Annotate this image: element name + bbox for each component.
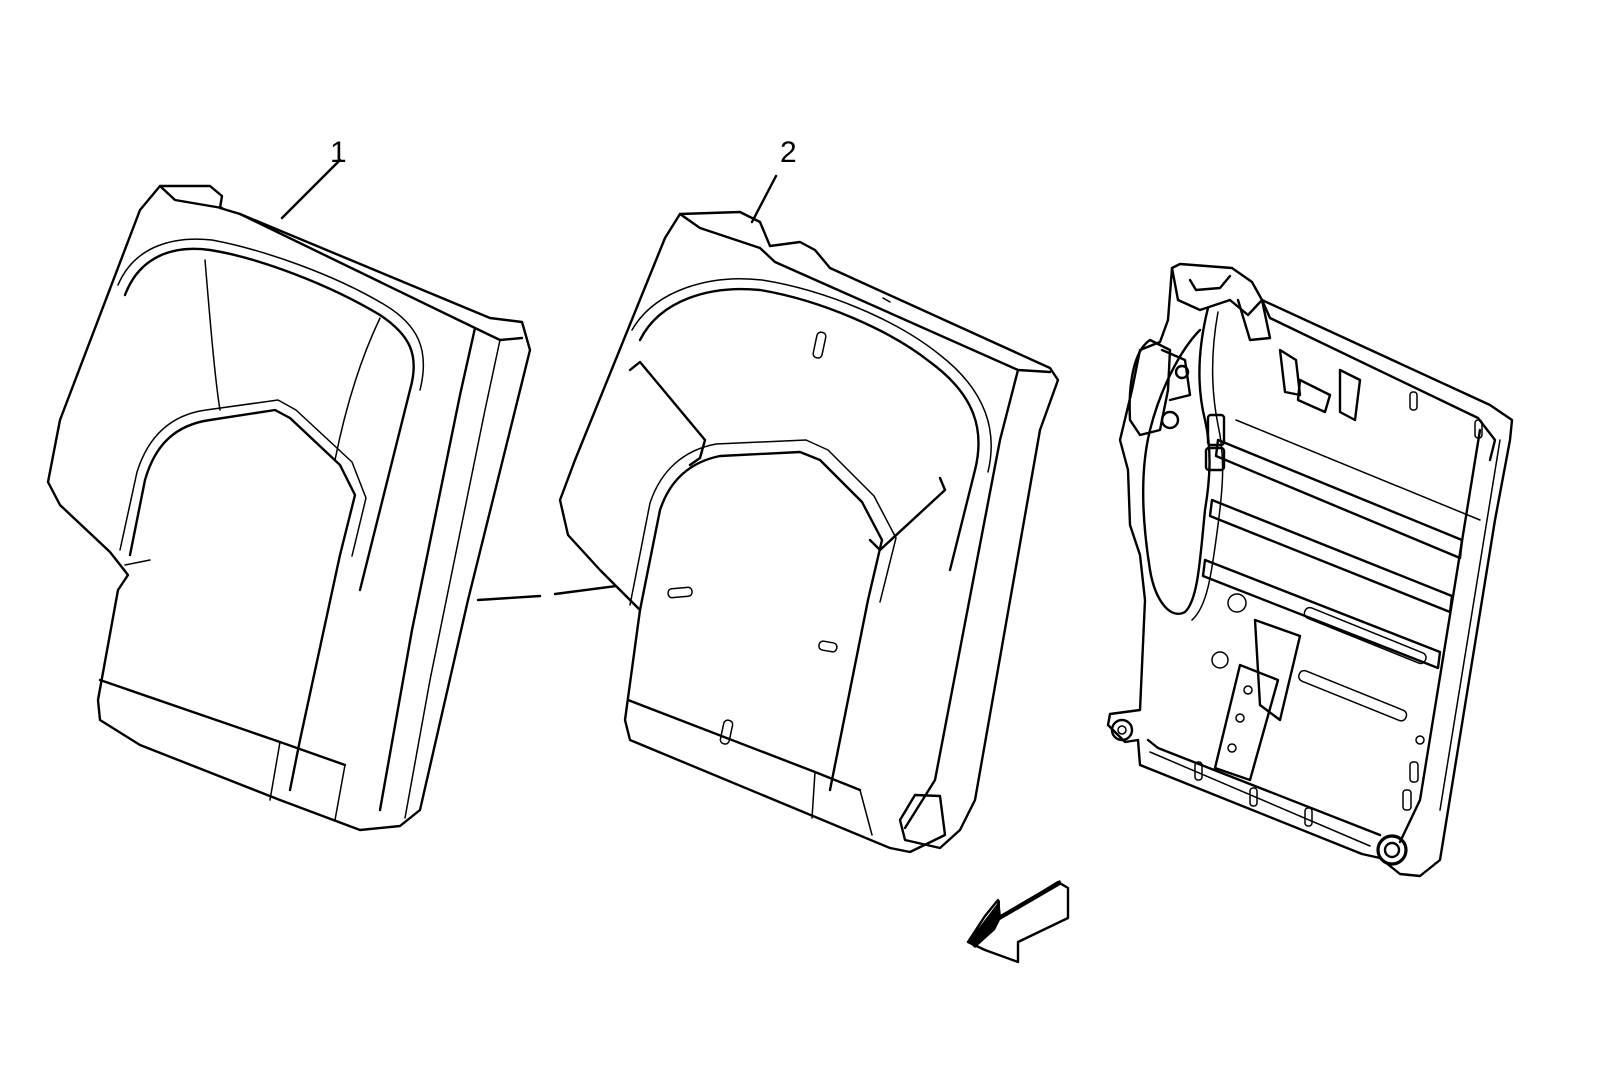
leader-line-1 xyxy=(280,158,342,220)
seat-back-cover-part-1 xyxy=(46,184,532,832)
callout-1: 1 xyxy=(330,136,347,169)
callout-2: 2 xyxy=(780,136,797,169)
seat-back-pad-part-2 xyxy=(558,210,1060,854)
seat-back-frame xyxy=(1106,262,1514,878)
front-direction-arrow-icon xyxy=(966,880,1070,964)
leader-line-2 xyxy=(750,174,778,224)
